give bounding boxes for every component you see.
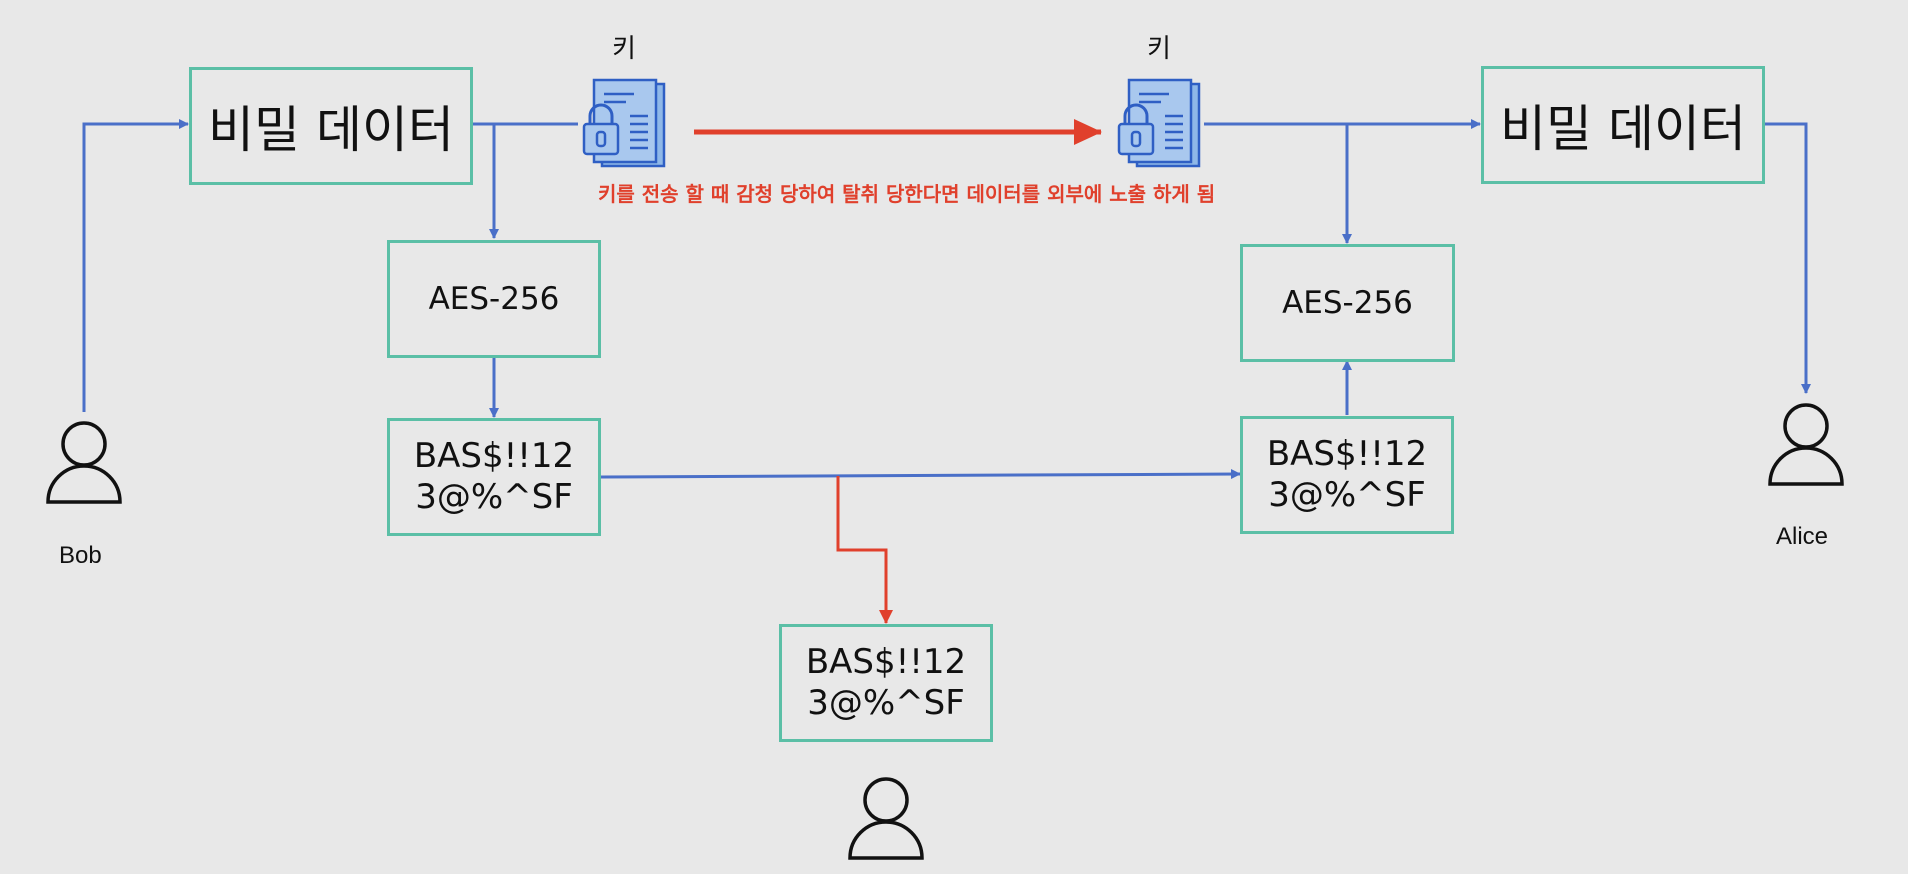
person-icon bbox=[1768, 403, 1844, 486]
ciphertext-box-sender: BAS$!!12 3@%^SF bbox=[387, 418, 601, 536]
arrow-interception bbox=[836, 476, 893, 624]
key-document-lock-icon bbox=[1117, 78, 1201, 168]
interception-warning: 키를 전송 할 때 감청 당하여 탈취 당한다면 데이터를 외부에 노출 하게 … bbox=[598, 182, 1216, 206]
key-label-right: 키 bbox=[1147, 34, 1171, 64]
arrow-secret-to-alice bbox=[1764, 122, 1811, 394]
arrow-cipher-left-to-right bbox=[600, 469, 1241, 480]
secret-data-box-sender: 비밀 데이터 bbox=[189, 67, 473, 185]
receiver-label: Alice bbox=[1776, 523, 1829, 550]
ciphertext-line: BAS$!!12 bbox=[1266, 434, 1428, 475]
ciphertext-box-interceptor: BAS$!!12 3@%^SF bbox=[779, 624, 993, 742]
aes-box-encrypt: AES-256 bbox=[387, 240, 601, 358]
person-icon bbox=[848, 777, 924, 860]
key-document-lock-icon bbox=[582, 78, 666, 168]
ciphertext-line: BAS$!!12 bbox=[413, 436, 575, 477]
person-icon bbox=[46, 421, 122, 504]
key-label-left: 키 bbox=[612, 34, 636, 64]
sender-label: Bob bbox=[59, 542, 102, 569]
arrow-bob-to-secret bbox=[82, 119, 189, 412]
secret-data-box-receiver: 비밀 데이터 bbox=[1481, 66, 1765, 184]
ciphertext-line: BAS$!!12 bbox=[805, 642, 967, 683]
ciphertext-line: 3@%^SF bbox=[807, 683, 965, 723]
ciphertext-line: 3@%^SF bbox=[1268, 475, 1426, 515]
ciphertext-line: 3@%^SF bbox=[415, 477, 573, 517]
ciphertext-box-receiver: BAS$!!12 3@%^SF bbox=[1240, 416, 1454, 534]
aes-box-decrypt: AES-256 bbox=[1240, 244, 1455, 362]
